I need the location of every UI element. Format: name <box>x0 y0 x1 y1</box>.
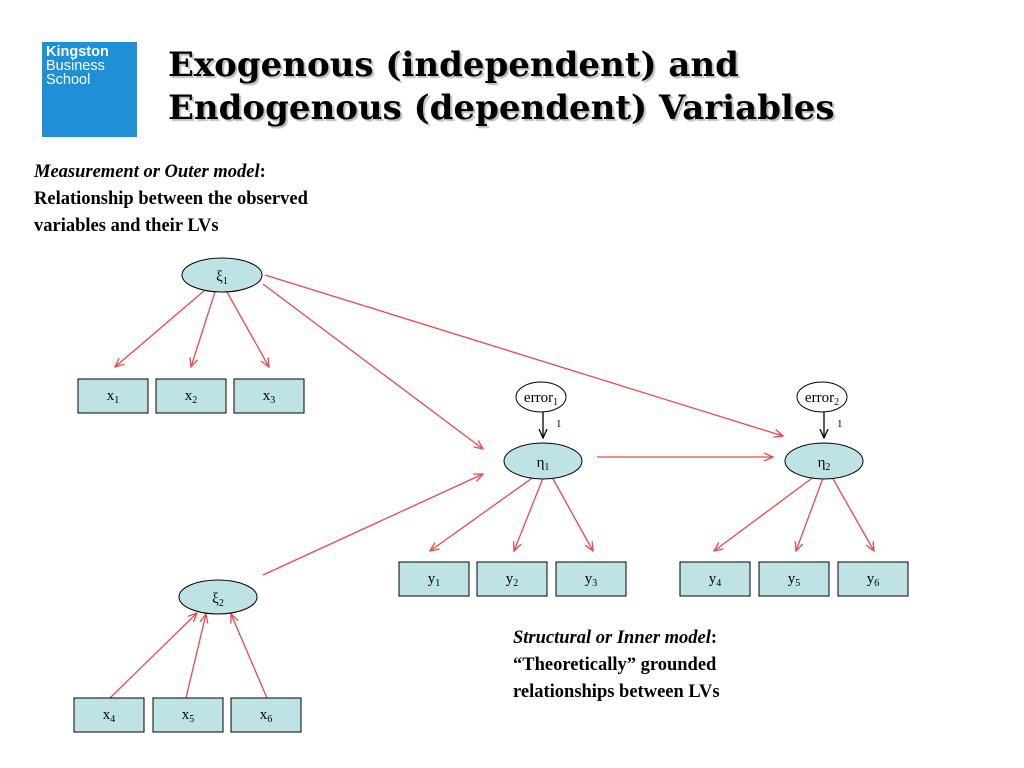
svg-text:x2: x2 <box>185 388 198 406</box>
indicator-x3: x3 <box>233 378 305 414</box>
title-line-1: Exogenous (independent) and <box>168 45 739 85</box>
arrow-eta2-y6 <box>831 476 874 551</box>
structural-note-heading: Structural or Inner model <box>513 628 711 648</box>
svg-text:y3: y3 <box>585 571 598 589</box>
indicator-y1: y1 <box>398 561 470 597</box>
arrow-x4-xi2 <box>109 613 197 699</box>
svg-text:x6: x6 <box>260 707 273 725</box>
svg-text:error1: error1 <box>524 390 558 408</box>
logo-line-2: Business <box>46 58 105 74</box>
latent-eta1: η1 <box>503 442 583 480</box>
indicator-x4: x4 <box>73 697 145 733</box>
structural-note-line-1: “Theoretically” grounded <box>513 655 717 675</box>
arrow-x5-xi2 <box>185 614 206 699</box>
measurement-model-note: Measurement or Outer model: Relationship… <box>34 159 308 240</box>
svg-text:y5: y5 <box>788 571 801 589</box>
measurement-note-heading: Measurement or Outer model <box>34 162 260 182</box>
latent-xi1: ξ1 <box>181 257 263 293</box>
error-2: error2 <box>796 381 848 413</box>
indicator-y5: y5 <box>758 561 830 597</box>
indicator-y4: y4 <box>679 561 751 597</box>
arrow-eta1-y1 <box>430 475 536 551</box>
arrow-x6-xi2 <box>231 614 268 699</box>
structural-note-line-2: relationships between LVs <box>513 682 720 702</box>
svg-text:η2: η2 <box>818 455 831 473</box>
latent-eta2: η2 <box>784 442 864 480</box>
svg-text:error2: error2 <box>805 390 839 408</box>
measurement-note-line-2: variables and their LVs <box>34 216 219 236</box>
svg-text:ξ1: ξ1 <box>216 269 228 287</box>
arrow-eta2-y5 <box>796 477 824 551</box>
indicator-x5: x5 <box>152 697 224 733</box>
arrow-xi2-eta1 <box>262 474 483 576</box>
arrow-xi1-x2 <box>191 291 216 367</box>
svg-text:η1: η1 <box>537 455 550 473</box>
arrow-xi1-x3 <box>226 291 269 367</box>
kingston-business-school-logo: Kingston Business School <box>42 42 137 137</box>
arrow-eta1-y3 <box>551 476 593 551</box>
indicator-y6: y6 <box>837 561 909 597</box>
title-line-2: Endogenous (dependent) Variables <box>168 88 835 128</box>
svg-text:y2: y2 <box>506 571 519 589</box>
svg-text:x5: x5 <box>182 707 195 725</box>
arrow-xi1-eta2 <box>264 274 783 436</box>
arrow-xi1-x1 <box>115 289 206 367</box>
indicator-y2: y2 <box>476 561 548 597</box>
logo-line-3: School <box>46 72 91 88</box>
latent-xi2: ξ2 <box>178 579 258 615</box>
svg-text:x1: x1 <box>107 388 120 406</box>
indicator-x6: x6 <box>230 697 302 733</box>
svg-text:x3: x3 <box>263 388 276 406</box>
svg-text:y6: y6 <box>867 571 880 589</box>
error-2-loading: 1 <box>837 418 843 430</box>
indicator-x2: x2 <box>155 378 227 414</box>
measurement-note-colon: : <box>259 162 266 182</box>
logo-line-1: Kingston <box>46 44 109 60</box>
indicator-y3: y3 <box>555 561 627 597</box>
svg-text:y1: y1 <box>428 571 441 589</box>
structural-note-colon: : <box>710 628 718 648</box>
error-1: error1 <box>515 381 567 413</box>
svg-text:y4: y4 <box>709 571 722 589</box>
svg-text:x4: x4 <box>103 707 116 725</box>
arrow-eta2-y4 <box>714 475 816 551</box>
indicator-x1: x1 <box>77 378 149 414</box>
structural-model-note: Structural or Inner model: “Theoreticall… <box>513 625 720 706</box>
arrow-xi1-eta1 <box>262 283 483 449</box>
measurement-note-line-1: Relationship between the observed <box>34 189 308 209</box>
slide-title: Exogenous (independent) and Endogenous (… <box>168 44 835 130</box>
error-1-loading: 1 <box>556 418 562 430</box>
svg-text:ξ2: ξ2 <box>212 591 224 609</box>
arrow-eta1-y2 <box>514 477 544 551</box>
